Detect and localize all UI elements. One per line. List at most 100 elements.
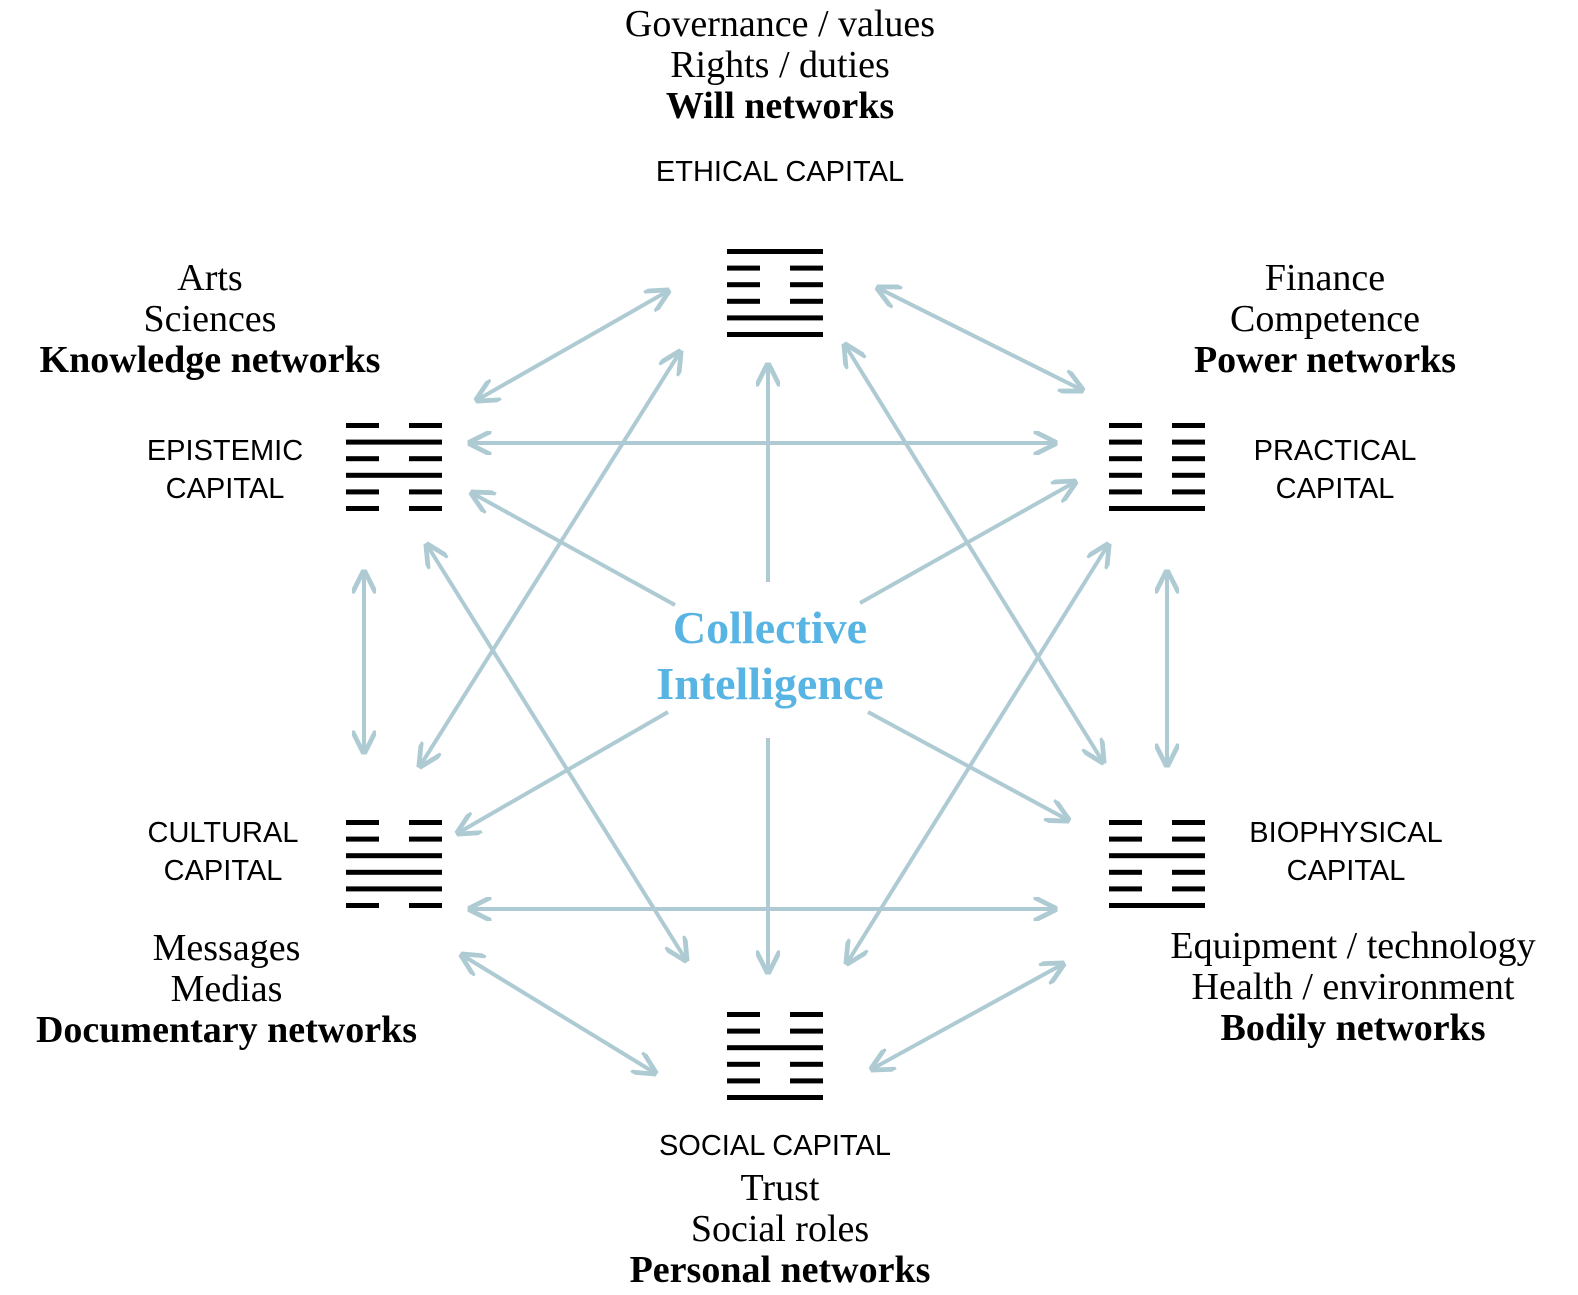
hexagram-line — [409, 456, 442, 462]
epistemic-capital-line1: EPISTEMIC — [146, 435, 304, 467]
ethical-network: Will networks — [665, 85, 895, 127]
hexagram-line — [790, 282, 823, 288]
cultural-capital-line2: CAPITAL — [163, 855, 283, 887]
hexagram-line — [346, 506, 379, 511]
hexagram-line — [790, 298, 823, 304]
hexagram-line — [790, 1078, 823, 1084]
hexagram-line — [1172, 836, 1205, 842]
hexagram-line — [1109, 456, 1142, 462]
practical-line2: Competence — [1230, 298, 1420, 340]
arrow-ethical-epistemic — [477, 291, 668, 400]
cultural-capital-label: CULTURAL CAPITAL — [118, 814, 328, 890]
hexagram-line — [1109, 903, 1205, 908]
practical-hexagram-icon — [1109, 423, 1205, 511]
hexagram-line — [727, 249, 823, 254]
hexagram-line — [727, 332, 823, 337]
practical-capital-label: PRACTICAL CAPITAL — [1230, 432, 1440, 508]
hexagram-line — [346, 456, 379, 462]
social-line1: Trust — [740, 1167, 820, 1209]
hexagram-line — [1109, 506, 1205, 511]
hexagram-line — [790, 1012, 823, 1017]
epistemic-line1: Arts — [177, 257, 243, 299]
hexagram-line — [346, 886, 442, 892]
center-title-line1: Collective — [672, 602, 868, 653]
social-description: Trust Social roles Personal networks — [560, 1168, 1000, 1291]
hexagram-line — [409, 903, 442, 908]
arrow-biophysical-social — [872, 964, 1063, 1069]
hexagram-line — [409, 506, 442, 511]
practical-capital-line2: CAPITAL — [1275, 473, 1395, 505]
center-title-line2: Intelligence — [656, 658, 884, 709]
hexagram-line — [727, 298, 760, 304]
arrow-center-cultural — [458, 710, 669, 833]
epistemic-hexagram-icon — [346, 423, 442, 511]
practical-description: Finance Competence Power networks — [1140, 258, 1510, 381]
practical-capital-line1: PRACTICAL — [1253, 435, 1417, 467]
ethical-hexagram-icon — [727, 249, 823, 337]
arrow-center-epistemic — [472, 493, 676, 607]
hexagram-line — [727, 1045, 823, 1051]
hexagram-line — [1109, 836, 1142, 842]
epistemic-network: Knowledge networks — [39, 339, 381, 381]
hexagram-line — [346, 820, 379, 825]
hexagram-line — [409, 423, 442, 428]
hexagram-line — [727, 1012, 760, 1017]
collective-intelligence-title: Collective Intelligence — [590, 600, 950, 712]
arrow-cultural-social — [462, 955, 655, 1073]
hexagram-line — [346, 423, 379, 428]
hexagram-line — [727, 1095, 823, 1100]
biophysical-hexagram-icon — [1109, 820, 1205, 908]
hexagram-line — [790, 1028, 823, 1034]
arrow-ethical-practical — [878, 288, 1082, 390]
hexagram-line — [409, 820, 442, 825]
hexagram-line — [727, 1028, 760, 1034]
epistemic-capital-label: EPISTEMIC CAPITAL — [120, 432, 330, 508]
hexagram-line — [1109, 472, 1142, 478]
hexagram-line — [346, 903, 379, 908]
biophysical-network: Bodily networks — [1220, 1007, 1486, 1049]
arrow-center-practical — [859, 482, 1075, 605]
arrow-center-biophysical — [867, 710, 1068, 820]
biophysical-line2: Health / environment — [1191, 966, 1515, 1008]
hexagram-line — [346, 439, 442, 445]
practical-network: Power networks — [1193, 339, 1457, 381]
epistemic-description: Arts Sciences Knowledge networks — [10, 258, 410, 381]
hexagram-line — [1172, 423, 1205, 428]
hexagram-line — [1109, 886, 1142, 892]
hexagram-line — [727, 1061, 760, 1067]
ethical-line2: Rights / duties — [670, 44, 890, 86]
social-hexagram-icon — [727, 1012, 823, 1100]
hexagram-line — [1109, 423, 1142, 428]
hexagram-line — [1172, 456, 1205, 462]
hexagram-line — [790, 1061, 823, 1067]
social-capital-label: SOCIAL CAPITAL — [658, 1130, 892, 1162]
epistemic-line2: Sciences — [143, 298, 277, 340]
social-network: Personal networks — [629, 1249, 931, 1291]
cultural-line1: Messages — [152, 927, 301, 969]
hexagram-line — [409, 489, 442, 495]
hexagram-line — [727, 1078, 760, 1084]
hexagram-line — [409, 836, 442, 842]
biophysical-capital-line2: CAPITAL — [1286, 855, 1406, 887]
hexagram-line — [1172, 820, 1205, 825]
cultural-line2: Medias — [170, 968, 283, 1010]
cultural-network: Documentary networks — [35, 1009, 417, 1051]
cultural-hexagram-icon — [346, 820, 442, 908]
ethical-description: Governance / values Rights / duties Will… — [555, 4, 1005, 127]
hexagram-line — [1109, 820, 1142, 825]
arrow-practical-social — [847, 545, 1108, 963]
hexagram-line — [1172, 886, 1205, 892]
hexagram-line — [346, 489, 379, 495]
hexagram-line — [727, 282, 760, 288]
hexagram-line — [1172, 439, 1205, 445]
hexagram-line — [1109, 869, 1142, 875]
hexagram-line — [1172, 489, 1205, 495]
practical-line1: Finance — [1264, 257, 1386, 299]
hexagram-line — [1172, 472, 1205, 478]
biophysical-capital-label: BIOPHYSICAL CAPITAL — [1226, 814, 1466, 890]
ethical-line1: Governance / values — [624, 3, 936, 45]
hexagram-line — [346, 836, 379, 842]
biophysical-capital-line1: BIOPHYSICAL — [1249, 817, 1443, 849]
hexagram-line — [1109, 439, 1142, 445]
